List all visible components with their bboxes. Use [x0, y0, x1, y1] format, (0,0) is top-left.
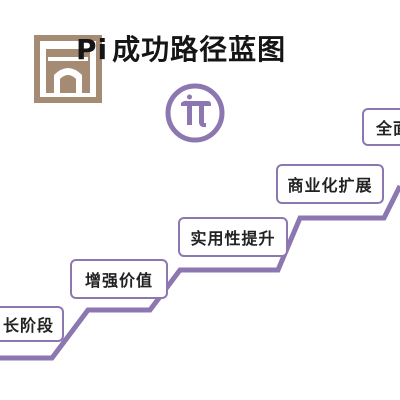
step-box-5: 全面	[362, 108, 400, 146]
step-label-2: 增强价值	[84, 271, 153, 290]
title-prefix: Pi	[76, 33, 109, 66]
step-label-4: 商业化扩展	[287, 176, 373, 195]
step-box-1: 长阶段	[0, 306, 64, 342]
step-label-5: 全面	[376, 119, 400, 138]
bank-building-logo-icon	[34, 35, 102, 103]
step-box-4: 商业化扩展	[276, 164, 384, 204]
step-box-3: 实用性提升	[178, 217, 288, 257]
pi-coin-icon	[164, 82, 226, 144]
title-text: 成功路径蓝图	[112, 33, 287, 66]
step-box-2: 增强价值	[70, 259, 168, 299]
step-label-3: 实用性提升	[190, 229, 276, 248]
step-label-1: 长阶段	[2, 316, 54, 335]
